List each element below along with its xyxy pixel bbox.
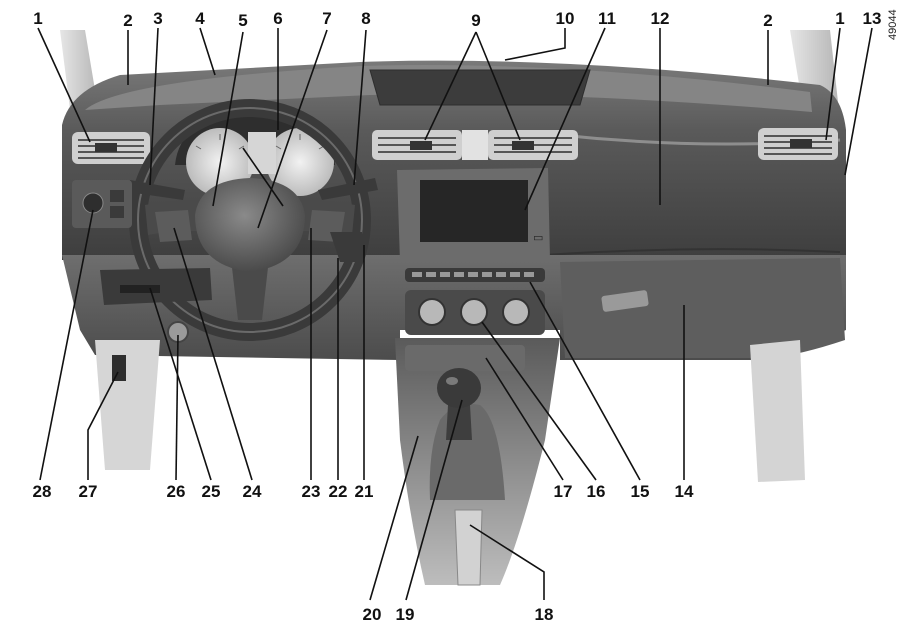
leader-26 — [175, 334, 179, 481]
climate-knob-left[interactable] — [418, 298, 446, 326]
callout-9: 9 — [471, 11, 480, 30]
leader-1-left — [37, 27, 91, 143]
callout-12: 12 — [651, 9, 670, 28]
lower-right-stalk[interactable] — [330, 232, 362, 262]
central-screen-unit: ▭ — [397, 168, 550, 262]
leader-9a — [424, 31, 477, 141]
console-storage-tray — [405, 345, 525, 371]
leader-5b — [242, 147, 284, 207]
callout-14: 14 — [675, 482, 694, 501]
central-upper-storage — [369, 69, 591, 106]
leader-15 — [529, 281, 641, 481]
leader-lines — [37, 27, 873, 601]
callout-6: 6 — [273, 9, 282, 28]
leader-24 — [173, 227, 253, 481]
callout-18: 18 — [535, 605, 554, 624]
leader-7 — [257, 29, 328, 229]
right-control-stalk[interactable] — [318, 178, 378, 200]
climate-controls[interactable] — [405, 290, 545, 335]
callout-24: 24 — [243, 482, 262, 501]
leader-17 — [485, 357, 564, 481]
right-side-air-vent[interactable] — [758, 128, 838, 160]
callout-10: 10 — [556, 9, 575, 28]
callout-1-left: 1 — [33, 9, 42, 28]
storage-slot — [120, 285, 160, 293]
climate-knob-center[interactable] — [460, 298, 488, 326]
leader-5a — [212, 31, 244, 207]
left-control-stalk[interactable] — [128, 180, 185, 200]
gear-knob[interactable] — [437, 368, 481, 408]
callout-3: 3 — [153, 9, 162, 28]
callout-5: 5 — [238, 11, 247, 30]
callout-11: 11 — [598, 9, 616, 28]
leader-4 — [199, 27, 216, 76]
callout-22: 22 — [329, 482, 348, 501]
leader-11 — [524, 27, 606, 211]
multimedia-screen[interactable] — [420, 180, 528, 242]
leader-1-right — [825, 27, 841, 141]
steering-wheel-hub — [195, 178, 305, 272]
switch-button-upper[interactable] — [110, 190, 124, 202]
callout-15: 15 — [631, 482, 650, 501]
callout-labels: 1 2 3 4 5 6 7 8 9 10 11 12 2 1 13 28 27 … — [33, 9, 882, 624]
center-air-vents[interactable] — [372, 130, 578, 160]
leader-27 — [87, 371, 119, 480]
left-switch-panel — [72, 180, 132, 228]
leader-9b — [475, 31, 521, 141]
callout-1-right: 1 — [835, 9, 844, 28]
callout-16: 16 — [587, 482, 606, 501]
leader-19 — [405, 399, 463, 601]
callout-17: 17 — [554, 482, 573, 501]
steering-wheel[interactable] — [129, 99, 371, 341]
callout-27: 27 — [79, 482, 98, 501]
callout-2-left: 2 — [123, 11, 132, 30]
leader-16 — [481, 321, 597, 481]
passenger-lower-crease — [544, 248, 841, 256]
climate-knob-right[interactable] — [502, 298, 530, 326]
screen-label-mark: ▭ — [533, 232, 543, 244]
callout-25: 25 — [202, 482, 221, 501]
footwell-left — [95, 340, 160, 470]
steering-wheel-left-controls[interactable] — [155, 210, 192, 242]
leader-25 — [149, 287, 212, 481]
callout-2-right: 2 — [763, 11, 772, 30]
leader-20 — [369, 435, 419, 601]
switch-button-lower[interactable] — [110, 206, 124, 218]
callout-23: 23 — [302, 482, 321, 501]
left-side-air-vent[interactable] — [72, 132, 150, 164]
leader-3 — [149, 27, 159, 186]
leader-18 — [469, 524, 545, 600]
leader-8 — [353, 29, 367, 186]
callout-20: 20 — [363, 605, 382, 624]
leader-13 — [844, 27, 873, 176]
callout-8: 8 — [361, 9, 370, 28]
callout-19: 19 — [396, 605, 415, 624]
bonnet-release-handle[interactable] — [112, 355, 126, 381]
leader-10 — [504, 28, 566, 61]
glove-box-handle[interactable] — [601, 290, 649, 312]
callout-4: 4 — [195, 9, 205, 28]
audio-control-strip[interactable] — [405, 268, 545, 282]
handbrake-lever[interactable] — [454, 509, 483, 586]
callout-21: 21 — [355, 482, 374, 501]
callout-28: 28 — [33, 482, 52, 501]
callout-13: 13 — [863, 9, 882, 28]
callout-26: 26 — [167, 482, 186, 501]
glove-box[interactable] — [560, 258, 845, 358]
footwell-right — [750, 340, 805, 482]
leader-28 — [39, 209, 94, 481]
callout-7: 7 — [322, 9, 331, 28]
figure-id: 49044 — [887, 9, 899, 40]
